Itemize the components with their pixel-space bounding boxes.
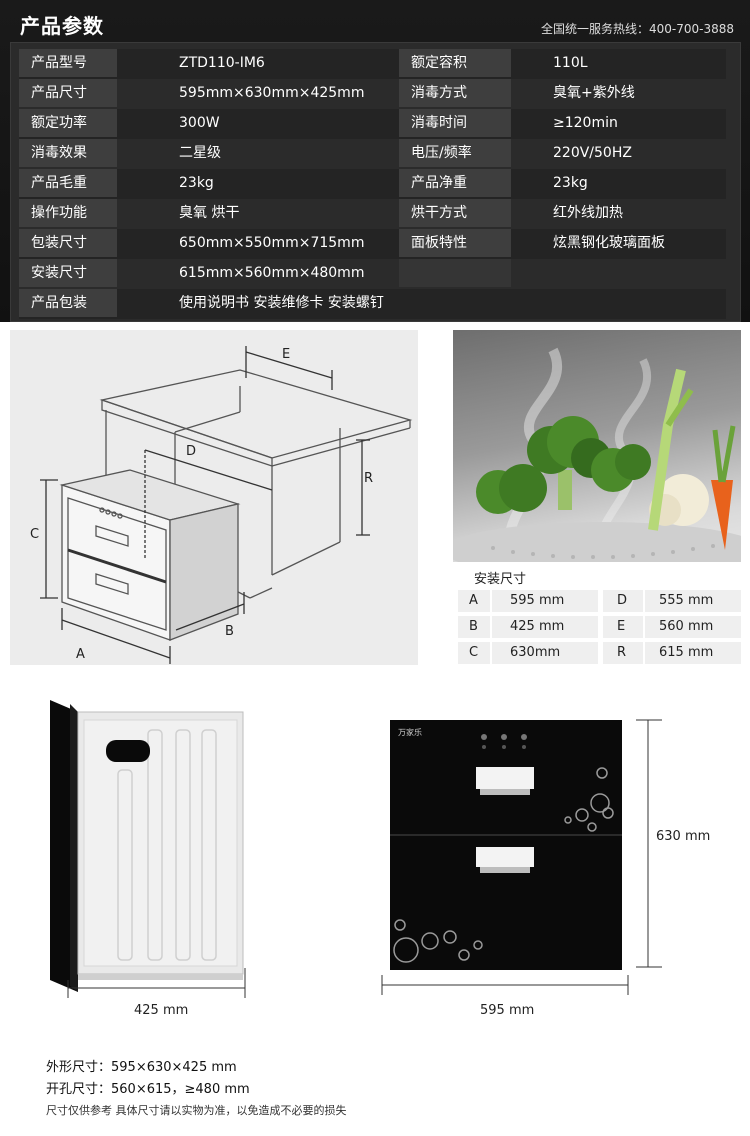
spec-key: 产品毛重 (19, 169, 117, 197)
install-row: A 595 mm D 555 mm (458, 590, 741, 612)
front-view-drawing: 万家乐 (381, 719, 662, 995)
spec-key: 产品型号 (19, 49, 117, 77)
spec-value: 使用说明书 安装维修卡 安装螺钉 (179, 295, 384, 311)
spec-row: 产品型号 ZTD110-IM6 额定容积 110L (19, 49, 726, 79)
spec-row: 额定功率 300W 消毒时间 ≥120min (19, 109, 726, 139)
spec-key: 额定功率 (19, 109, 117, 137)
install-value: 555 mm (645, 590, 741, 612)
install-label: A (458, 590, 490, 612)
front-width-label: 595 mm (480, 1003, 535, 1018)
cabinet-side-view (40, 700, 255, 1004)
dim-label-b: B (225, 624, 234, 639)
spec-value: 炫黑钢化玻璃面板 (553, 235, 665, 251)
spec-value: 595mm×630mm×425mm (179, 85, 365, 101)
spec-key: 面板特性 (399, 229, 511, 257)
installation-diagram: A B C D E R (10, 330, 418, 665)
spec-key: 烘干方式 (399, 199, 511, 227)
spec-key: 电压/频率 (399, 139, 511, 167)
spec-key: 消毒效果 (19, 139, 117, 167)
spec-value: 23kg (179, 175, 214, 191)
install-value: 630mm (492, 642, 598, 664)
spec-value: ZTD110-IM6 (179, 55, 265, 71)
spec-value: 二星级 (179, 145, 221, 161)
spec-key: 额定容积 (399, 49, 511, 77)
spec-key: 产品尺寸 (19, 79, 117, 107)
install-row: C 630mm R 615 mm (458, 642, 741, 664)
dim-label-d: D (186, 444, 196, 459)
size-disclaimer: 尺寸仅供参考 具体尺寸请以实物为准，以免造成不必要的损失 (46, 1104, 347, 1117)
install-value: 425 mm (492, 616, 598, 638)
spec-row: 包装尺寸 650mm×550mm×715mm 面板特性 炫黑钢化玻璃面板 (19, 229, 726, 259)
install-label: E (603, 616, 643, 638)
spec-key-empty (399, 259, 511, 287)
spec-key: 操作功能 (19, 199, 117, 227)
spec-table: 产品型号 ZTD110-IM6 额定容积 110L 产品尺寸 595mm×630… (10, 42, 741, 322)
vegetable-photo (453, 330, 741, 562)
dim-label-c: C (30, 527, 39, 542)
spec-key: 产品包装 (19, 289, 117, 317)
install-label: R (603, 642, 643, 664)
side-width-label: 425 mm (134, 1003, 189, 1018)
spec-value: 红外线加热 (553, 205, 623, 221)
service-hotline: 全国统一服务热线：400-700-3888 (540, 22, 734, 36)
brand-logo: 万家乐 (398, 727, 422, 737)
outer-size-text: 外形尺寸：595×630×425 mm (46, 1060, 237, 1075)
install-label: B (458, 616, 490, 638)
spec-section: 产品参数 全国统一服务热线：400-700-3888 产品型号 ZTD110-I… (0, 0, 750, 322)
spec-value: 臭氧 烘干 (179, 205, 240, 221)
spec-key: 消毒方式 (399, 79, 511, 107)
install-value: 560 mm (645, 616, 741, 638)
spec-row: 操作功能 臭氧 烘干 烘干方式 红外线加热 (19, 199, 726, 229)
front-height-label: 630 mm (656, 829, 711, 844)
side-view-drawing (50, 700, 246, 998)
spec-value: 615mm×560mm×480mm (179, 265, 365, 281)
install-size-title: 安装尺寸 (474, 572, 527, 587)
install-value: 615 mm (645, 642, 741, 664)
spec-value: ≥120min (553, 115, 618, 131)
spec-value: 300W (179, 115, 220, 131)
spec-key: 消毒时间 (399, 109, 511, 137)
spec-row: 产品包装 使用说明书 安装维修卡 安装螺钉 (19, 289, 726, 319)
dim-label-a: A (76, 647, 85, 662)
install-label: C (458, 642, 490, 664)
spec-value: 23kg (553, 175, 588, 191)
vegetable-illustration (453, 347, 741, 562)
diagram-drawing: A B C D E R (30, 346, 413, 664)
spec-row: 产品毛重 23kg 产品净重 23kg (19, 169, 726, 199)
spec-key: 产品净重 (399, 169, 511, 197)
spec-key: 包装尺寸 (19, 229, 117, 257)
cabinet-front-view: 万家乐 (380, 715, 690, 1009)
install-label: D (603, 590, 643, 612)
spec-value: 臭氧+紫外线 (553, 85, 635, 101)
cutout-size-text: 开孔尺寸：560×615，≥480 mm (46, 1082, 250, 1097)
dim-label-r: R (364, 471, 373, 486)
dim-label-e: E (282, 347, 290, 362)
spec-row: 产品尺寸 595mm×630mm×425mm 消毒方式 臭氧+紫外线 (19, 79, 726, 109)
spec-value: 650mm×550mm×715mm (179, 235, 365, 251)
spec-row: 安装尺寸 615mm×560mm×480mm (19, 259, 726, 289)
spec-row: 消毒效果 二星级 电压/频率 220V/50HZ (19, 139, 726, 169)
spec-value: 220V/50HZ (553, 145, 632, 161)
spec-value: 110L (553, 55, 588, 71)
install-value: 595 mm (492, 590, 598, 612)
install-row: B 425 mm E 560 mm (458, 616, 741, 638)
spec-title: 产品参数 (20, 14, 104, 38)
spec-key: 安装尺寸 (19, 259, 117, 287)
